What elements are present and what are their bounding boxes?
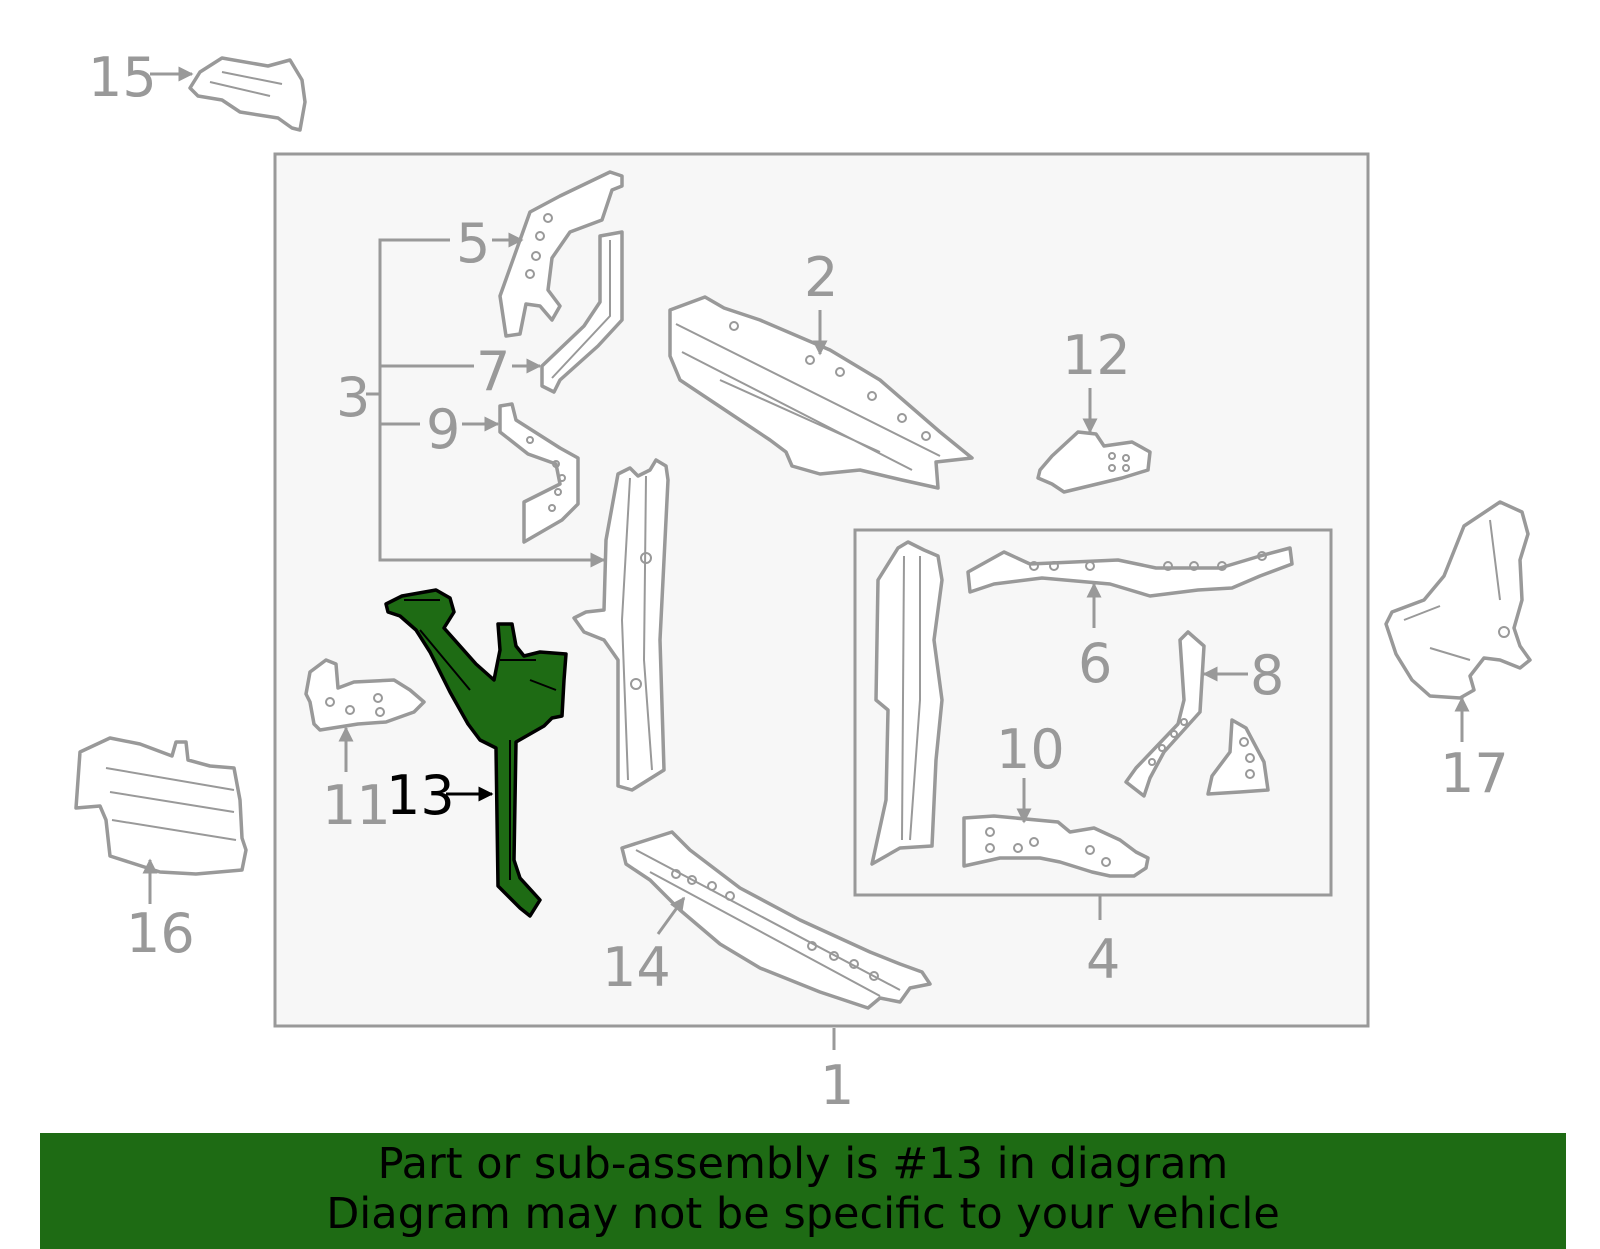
- part-10[interactable]: [962, 814, 1150, 878]
- callout-4: 4: [1086, 928, 1120, 991]
- part-8[interactable]: [1124, 630, 1206, 798]
- part-15[interactable]: [188, 56, 307, 132]
- bracket-3: [366, 238, 606, 568]
- callout-11: 11: [322, 774, 391, 837]
- banner-line-1: Part or sub-assembly is #13 in diagram: [377, 1139, 1229, 1189]
- banner-line-2: Diagram may not be specific to your vehi…: [326, 1189, 1280, 1239]
- callout-12: 12: [1062, 324, 1131, 387]
- leader-lines: [142, 66, 1470, 1050]
- callout-13: 13: [386, 764, 455, 827]
- callout-9: 9: [426, 398, 460, 461]
- part-6[interactable]: [966, 546, 1294, 598]
- part-3-pillar[interactable]: [572, 458, 670, 792]
- part-4-gusset[interactable]: [1206, 718, 1270, 796]
- callout-8: 8: [1250, 644, 1284, 707]
- callout-17: 17: [1440, 742, 1509, 805]
- callout-1: 1: [820, 1054, 854, 1117]
- callout-7: 7: [476, 340, 510, 403]
- callout-5: 5: [456, 212, 490, 275]
- part-16[interactable]: [74, 736, 248, 876]
- callout-3: 3: [336, 366, 370, 429]
- callout-14: 14: [602, 936, 671, 999]
- part-12[interactable]: [1036, 430, 1152, 494]
- callout-10: 10: [996, 718, 1065, 781]
- info-banner: Part or sub-assembly is #13 in diagram D…: [40, 1133, 1566, 1249]
- part-5[interactable]: [498, 170, 624, 338]
- part-9[interactable]: [498, 402, 580, 544]
- callout-16: 16: [126, 902, 195, 965]
- callout-6: 6: [1078, 632, 1112, 695]
- callout-2: 2: [804, 246, 838, 309]
- subassembly-frame-4: [853, 528, 1333, 897]
- part-17[interactable]: [1384, 500, 1532, 700]
- part-7[interactable]: [540, 230, 624, 394]
- part-4-pillar[interactable]: [870, 540, 944, 866]
- callout-15: 15: [88, 46, 157, 109]
- part-11[interactable]: [304, 658, 426, 732]
- part-14[interactable]: [620, 830, 932, 1010]
- part-13-highlighted[interactable]: [384, 588, 568, 918]
- part-2[interactable]: [668, 295, 974, 490]
